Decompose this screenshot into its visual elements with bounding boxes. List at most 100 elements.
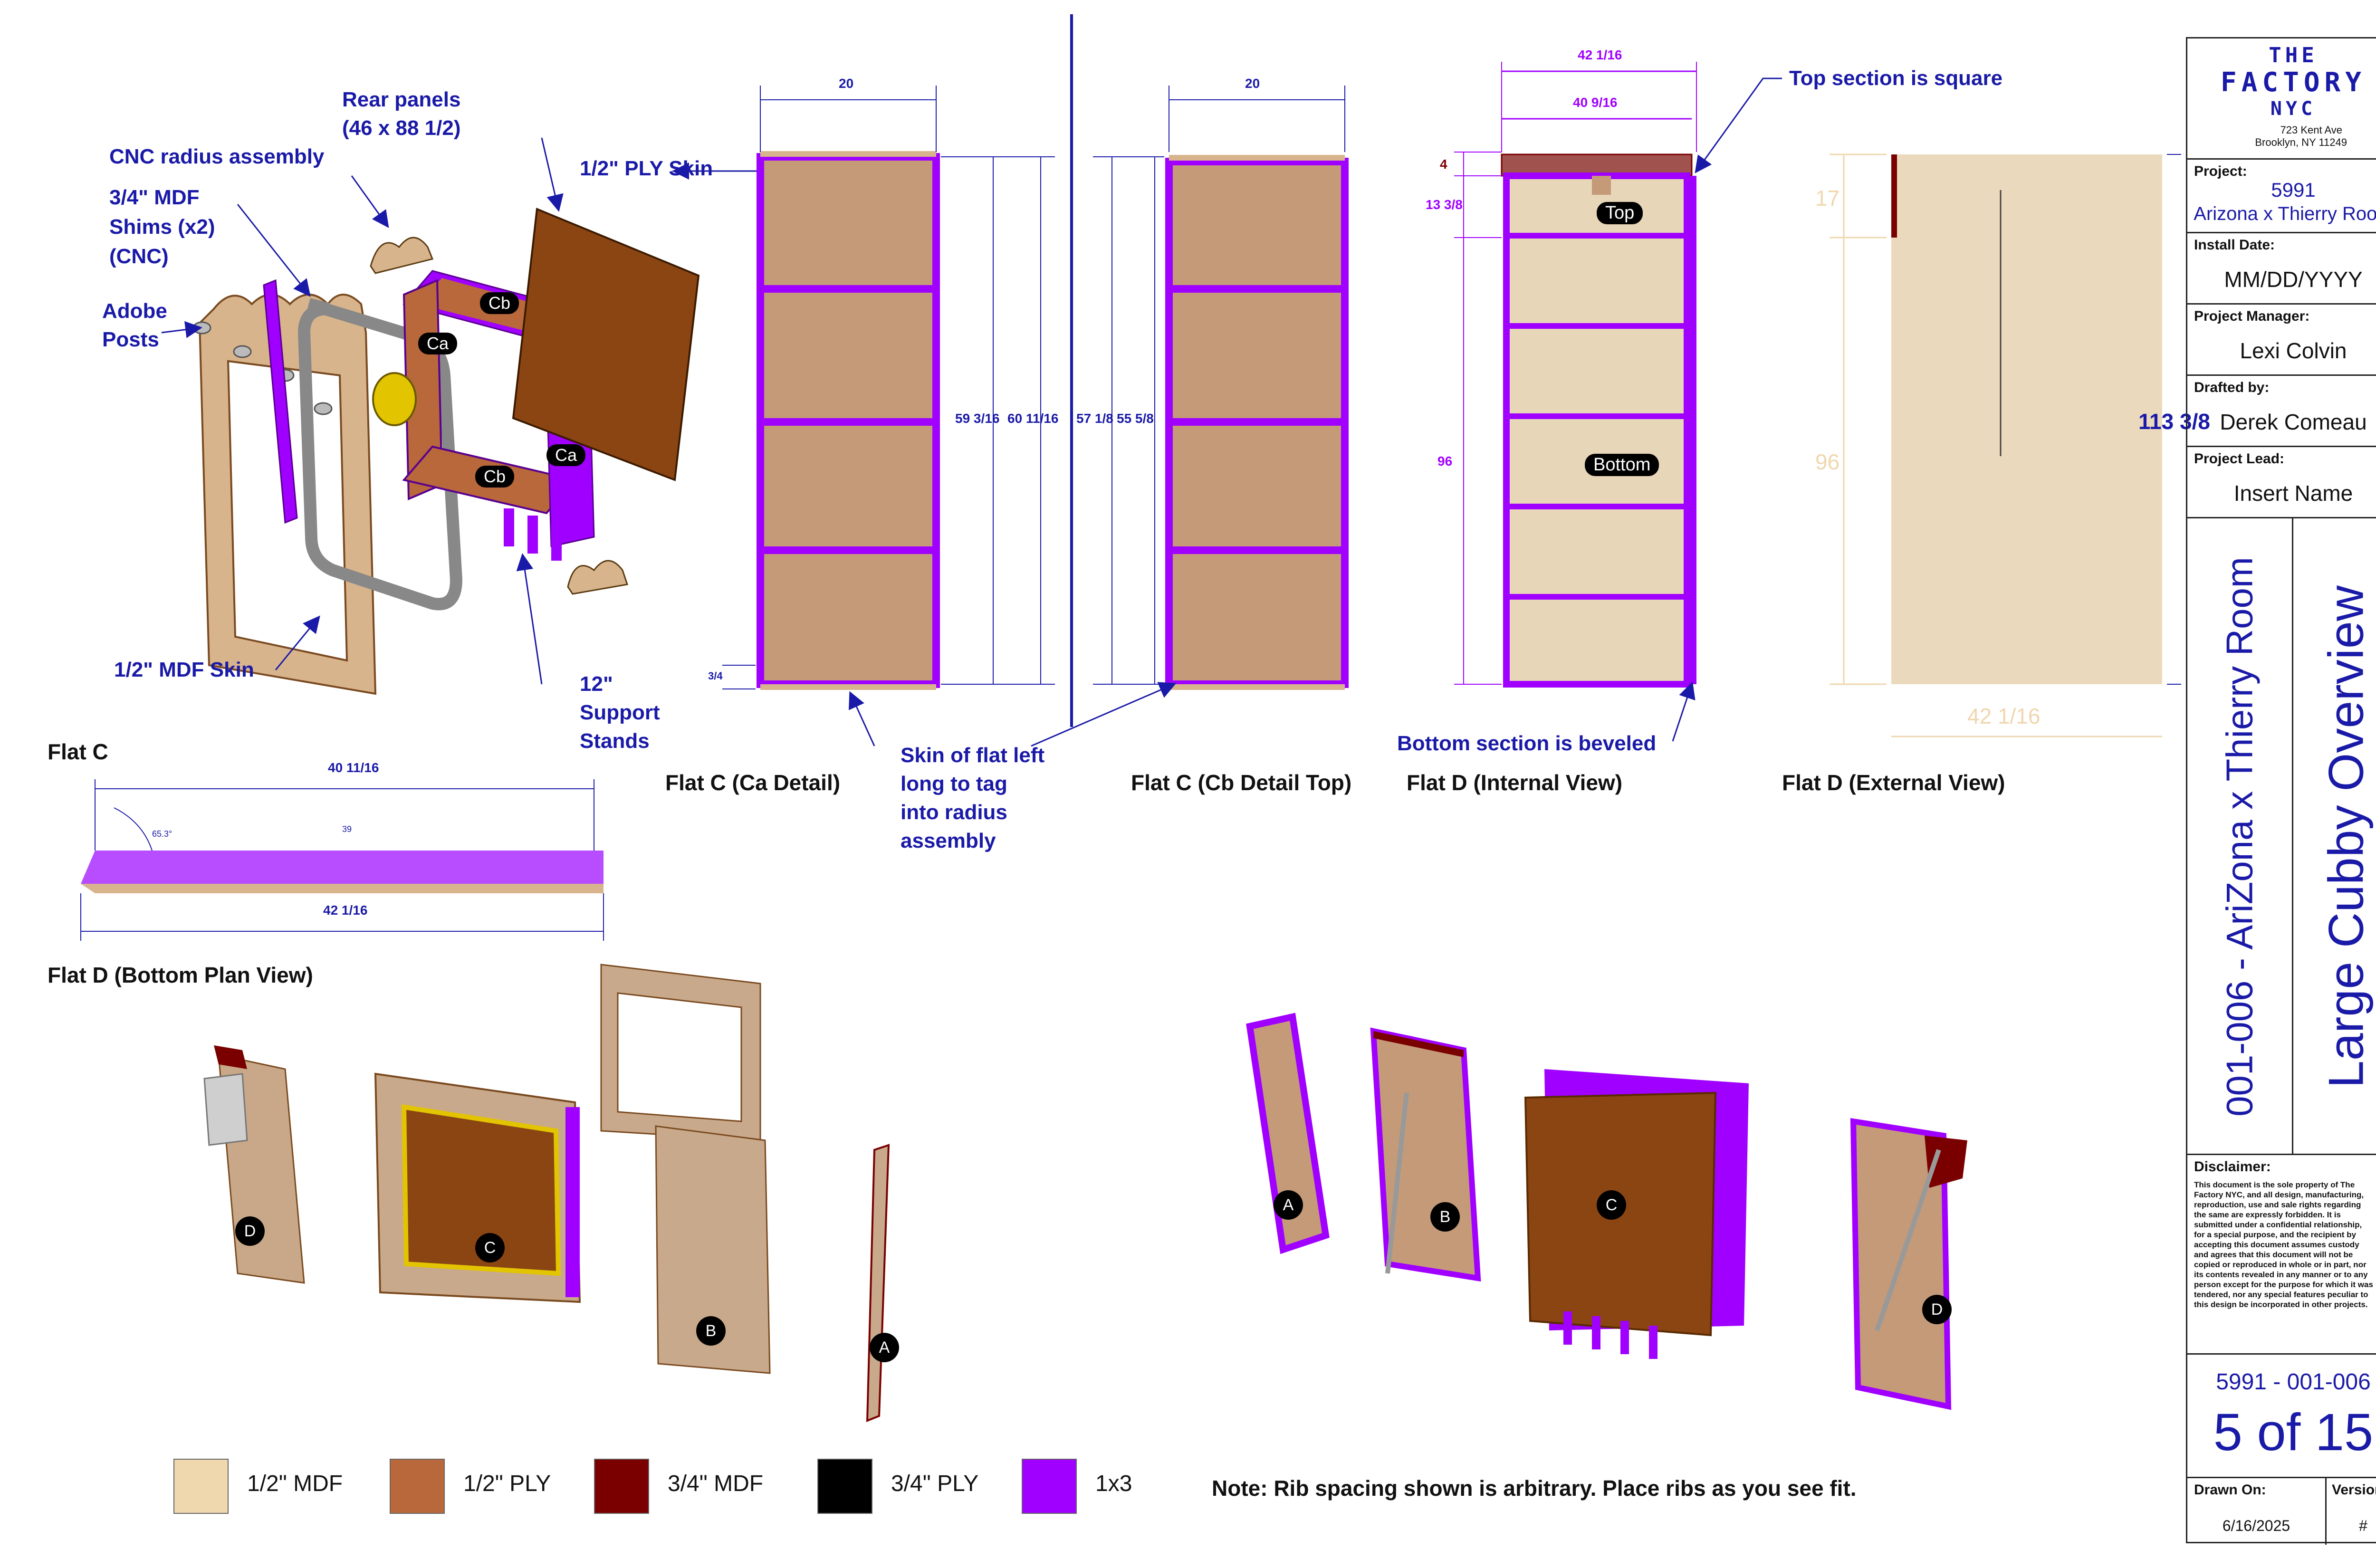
tag-c-front: C — [475, 1233, 505, 1262]
callout-support-stands: 12" Support Stands — [580, 672, 660, 753]
tag-bottom: Bottom — [1585, 454, 1659, 476]
dim-ext-96: 96 — [1815, 449, 1840, 474]
pm-name: Lexi Colvin — [2240, 338, 2347, 363]
install-row: Install Date: MM/DD/YYYY — [2187, 233, 2376, 305]
legend-swatch-1x3 — [1022, 1459, 1077, 1514]
drawing-canvas — [80, 14, 2181, 1422]
callout-mdf-skin: 1/2" MDF Skin — [114, 658, 254, 681]
purple-stick — [263, 279, 298, 524]
tag-a-back: A — [1274, 1190, 1303, 1220]
install-label: Install Date: — [2194, 237, 2275, 253]
legend-label-ply-half: 1/2" PLY — [463, 1471, 551, 1496]
dim-int-w1: 42 1/16 — [1578, 48, 1622, 62]
callout-top-square: Top section is square — [1789, 67, 2003, 90]
vertical-title-right: Large Cubby Overview — [2319, 585, 2374, 1088]
vertical-title-left: 001-006 - AriZona x Thierry Room — [2218, 557, 2261, 1117]
legend-swatch-mdf-half — [173, 1459, 229, 1514]
iso-pieces-back — [1246, 1013, 1967, 1410]
address-line1: 723 Kent Ave — [2280, 124, 2343, 136]
legend-label-mdf-three-quarter: 3/4" MDF — [668, 1471, 764, 1496]
lead-row: Project Lead: Insert Name — [2187, 447, 2376, 518]
disclaimer-label: Disclaimer: — [2194, 1159, 2271, 1175]
caption-flat-d-external: Flat D (External View) — [1782, 770, 2005, 795]
dim-int-96: 96 — [1437, 454, 1453, 468]
callout-rear-panels: Rear panels (46 x 88 1/2) — [342, 88, 461, 140]
dim-ca-h1: 59 3/16 — [955, 411, 1000, 426]
install-date: MM/DD/YYYY — [2224, 267, 2363, 292]
version-value: # — [2359, 1517, 2367, 1534]
tag-b-front: B — [696, 1316, 726, 1346]
drafted-name: Derek Comeau — [2220, 410, 2367, 434]
project-label: Project: — [2194, 163, 2247, 179]
tag-ca-right: Ca — [546, 444, 586, 466]
flat-c-cb-detail — [849, 86, 1349, 747]
tag-b-back: B — [1430, 1202, 1460, 1232]
sheet-code: 5991 - 001-006 — [2216, 1369, 2371, 1395]
dim-plan-angle: 65.3° — [152, 829, 172, 839]
tag-d-front: D — [235, 1216, 265, 1246]
tag-cb-bottom: Cb — [475, 466, 515, 488]
caption-flat-d-internal: Flat D (Internal View) — [1407, 770, 1623, 795]
dim-cb-h1: 57 1/8 — [1076, 411, 1113, 426]
callout-mdf-shims: 3/4" MDF Shims (x2) (CNC) — [109, 186, 215, 268]
legend-label-1x3: 1x3 — [1095, 1471, 1132, 1496]
tag-cb-top: Cb — [480, 292, 519, 314]
callout-bottom-beveled: Bottom section is beveled — [1397, 732, 1657, 755]
dim-cb-width: 20 — [1245, 76, 1260, 91]
drawn-date: 6/16/2025 — [2222, 1517, 2290, 1534]
caption-flat-c-ca: Flat C (Ca Detail) — [665, 770, 841, 795]
callout-adobe-posts: Adobe Posts — [102, 299, 167, 351]
logo-nyc: NYC — [2270, 98, 2317, 120]
dim-ca-bottom: 3/4 — [708, 670, 723, 682]
caption-flat-c: Flat C — [48, 739, 108, 764]
dim-ext-42: 42 1/16 — [1967, 704, 2041, 728]
adobe-post — [233, 345, 252, 358]
tag-ca-left: Ca — [418, 333, 458, 354]
tag-top: Top — [1597, 202, 1643, 224]
support-stand — [551, 523, 562, 561]
disclaimer-row: Disclaimer: This document is the sole pr… — [2187, 1155, 2376, 1355]
callout-skin-left-long: Skin of flat left long to tag into radiu… — [901, 744, 1045, 852]
version-label: Version: — [2332, 1482, 2376, 1498]
legend-swatch-ply-half — [390, 1459, 445, 1514]
dim-ext-113: 113 3/8 — [2138, 409, 2210, 434]
dim-int-13: 13 3/8 — [1426, 197, 1463, 212]
address-line2: Brooklyn, NY 11249 — [2255, 136, 2347, 148]
mdf-shim — [567, 560, 628, 595]
dim-ca-h2: 60 11/16 — [1007, 411, 1059, 426]
mdf-shim — [370, 237, 434, 274]
callout-cnc-radius: CNC radius assembly — [109, 145, 325, 168]
flat-d-bottom-plan — [80, 779, 604, 941]
callout-ply-skin: 1/2" PLY Skin — [580, 157, 713, 180]
sheet-row: 5991 - 001-006 5 of 15 — [2187, 1355, 2376, 1478]
legend-swatch-mdf-three-quarter — [594, 1459, 649, 1514]
tag-d-back: D — [1922, 1295, 1952, 1324]
dim-plan-mid: 39 — [342, 824, 352, 834]
adobe-post — [314, 402, 333, 415]
dim-cb-h2: 55 5/8 — [1117, 411, 1154, 426]
vertical-title-row: 001-006 - AriZona x Thierry Room Large C… — [2187, 518, 2376, 1155]
title-block: THE FACTORY NYC 723 Kent Ave Brooklyn, N… — [2186, 37, 2376, 1545]
logo-area: THE FACTORY NYC 723 Kent Ave Brooklyn, N… — [2187, 38, 2376, 160]
lead-label: Project Lead: — [2194, 451, 2285, 467]
dim-int-w2: 40 9/16 — [1573, 95, 1618, 110]
legend-swatch-ply-three-quarter — [817, 1459, 872, 1514]
dim-int-4: 4 — [1440, 157, 1447, 172]
legend-label-ply-three-quarter: 3/4" PLY — [891, 1471, 979, 1496]
dim-ext-17: 17 — [1815, 186, 1840, 210]
project-row: Project: 5991 Arizona x Thierry Room — [2187, 160, 2376, 233]
logo-the: THE — [2269, 43, 2318, 67]
pm-row: Project Manager: Lexi Colvin — [2187, 305, 2376, 376]
exploded-assembly — [161, 137, 760, 695]
rib-spacing-note: Note: Rib spacing shown is arbitrary. Pl… — [1212, 1476, 1857, 1501]
caption-flat-d-bottom: Flat D (Bottom Plan View) — [48, 963, 313, 987]
rear-panel — [512, 208, 700, 481]
legend-label-mdf-half: 1/2" MDF — [247, 1471, 343, 1496]
pm-label: Project Manager: — [2194, 308, 2310, 324]
support-stand — [527, 516, 538, 554]
project-name: Arizona x Thierry Room — [2194, 203, 2376, 224]
radius-piece — [372, 372, 417, 426]
flat-c-ca-detail — [722, 86, 1055, 690]
disclaimer-text: This document is the sole property of Th… — [2194, 1180, 2373, 1309]
flat-d-internal-view — [1454, 62, 1782, 742]
